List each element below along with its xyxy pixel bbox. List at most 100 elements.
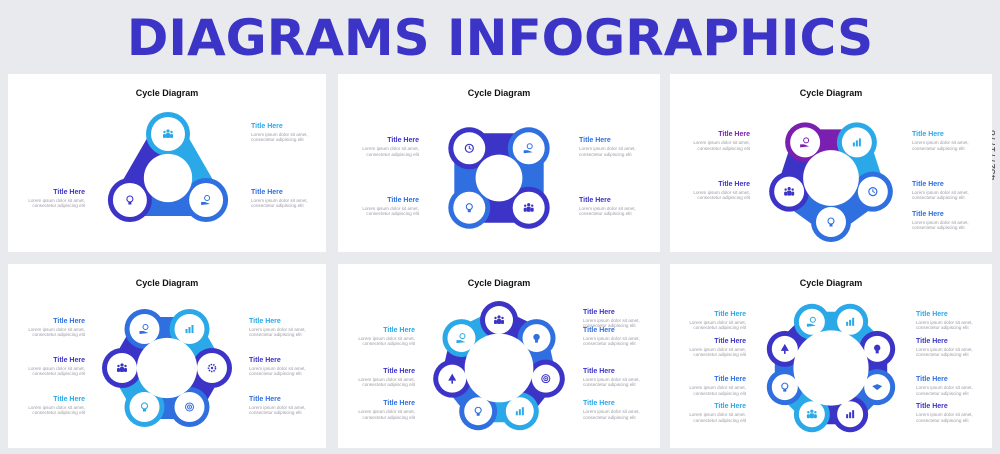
clock-icon [868,186,878,197]
step-body: Lorem ipsum dolor sit amet, consectetur … [916,319,973,331]
tree-icon [780,343,789,354]
chart-icon [846,317,855,326]
panel-title: Cycle Diagram [799,278,863,288]
step-title: Title Here [714,310,746,318]
step-title: Title Here [912,211,944,218]
step-body: Lorem ipsum dolor sit amet, consectetur … [693,140,750,151]
cycle-center [464,333,534,403]
coin-hand-icon [806,316,816,327]
step-body: Lorem ipsum dolor sit amet, consectetur … [583,409,640,420]
step-body: Lorem ipsum dolor sit amet, consectetur … [916,412,973,423]
clock-icon [464,143,474,153]
cycle-diagram [766,303,896,433]
step-body: Lorem ipsum dolor sit amet, consectetur … [251,198,308,209]
step-title: Title Here [718,180,750,188]
coin-hand-icon [139,324,149,335]
handshake-icon [872,384,883,391]
cycle-diagram [107,112,229,222]
step-body: Lorem ipsum dolor sit amet, consectetur … [583,318,640,329]
step-body: Lorem ipsum dolor sit amet, consectetur … [912,140,969,151]
cycle-center [803,150,859,206]
step-title: Title Here [387,137,419,145]
chart-icon [846,410,855,419]
step-title: Title Here [916,310,948,318]
cycle-node-inner [453,191,486,224]
step-body: Lorem ipsum dolor sit amet, consectetur … [251,132,308,143]
step-body: Lorem ipsum dolor sit amet, consectetur … [689,385,746,396]
step-title: Title Here [249,318,281,326]
step-body: Lorem ipsum dolor sit amet, consectetur … [358,409,415,420]
step-body: Lorem ipsum dolor sit amet, consectetur … [916,385,973,396]
cycle-diagram [448,127,550,229]
chart-icon [185,325,194,334]
cycle-center [143,153,193,203]
step-title: Title Here [53,318,85,326]
cycle-center [475,154,523,202]
cycle-node-inner [816,207,846,237]
bulb-icon [126,195,134,205]
people-icon [523,203,534,212]
coin-hand-icon [456,333,466,344]
coin-hand-icon [523,143,533,154]
people-icon [494,315,504,324]
cycle-node-inner [129,391,160,422]
tree-icon [448,373,457,384]
panel-title: Cycle Diagram [799,88,863,98]
step-body: Lorem ipsum dolor sit amet, consectetur … [249,404,306,416]
step-body: Lorem ipsum dolor sit amet, consectetur … [249,327,306,338]
head-icon [533,333,540,343]
step-body: Lorem ipsum dolor sit amet, consectetur … [28,198,85,209]
step-body: Lorem ipsum dolor sit amet, consectetur … [583,336,640,347]
step-title: Title Here [251,123,283,130]
step-title: Title Here [249,395,281,403]
step-title: Title Here [53,357,85,364]
chart-icon [515,407,524,416]
cycle-diagram [769,122,893,242]
step-title: Title Here [714,376,746,384]
step-title: Title Here [912,131,944,139]
step-body: Lorem ipsum dolor sit amet, consectetur … [362,205,419,217]
step-title: Title Here [383,400,415,408]
step-title: Title Here [916,403,948,411]
step-title: Title Here [251,189,283,196]
step-body: Lorem ipsum dolor sit amet, consectetur … [689,412,746,423]
panel-title: Cycle Diagram [135,88,199,98]
bulb-icon [465,203,473,213]
step-title: Title Here [912,180,944,188]
step-body: Lorem ipsum dolor sit amet, consectetur … [579,205,636,217]
step-title: Title Here [916,337,948,345]
cycle-node-inner [464,397,493,426]
cycle-center [136,337,198,399]
step-body: Lorem ipsum dolor sit amet, consectetur … [912,220,969,231]
cycle-diagram [433,301,565,431]
step-title: Title Here [579,137,611,145]
step-body: Lorem ipsum dolor sit amet, consectetur … [362,146,419,157]
step-body: Lorem ipsum dolor sit amet, consectetur … [916,346,973,358]
step-title: Title Here [53,189,85,196]
gear-icon [207,363,217,373]
target-icon [541,374,551,384]
step-body: Lorem ipsum dolor sit amet, consectetur … [912,189,969,200]
bulb-icon [781,382,789,392]
cycle-node-inner [771,374,798,401]
target-icon [185,402,194,412]
chart-icon [852,138,861,147]
